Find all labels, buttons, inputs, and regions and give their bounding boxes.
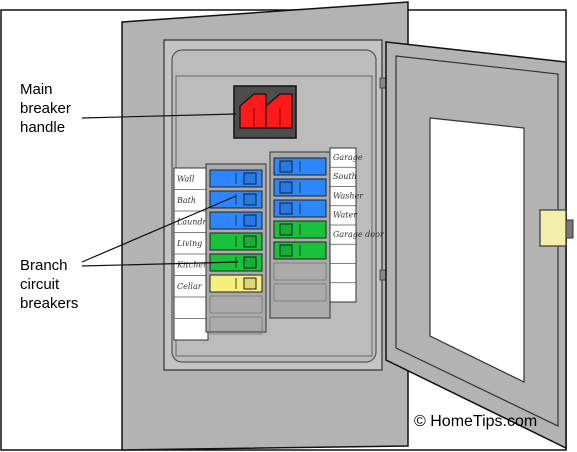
main-breaker-handle-right [265, 93, 293, 129]
main-breaker-callout: Main breaker handle [20, 81, 71, 136]
right-breaker-4 [273, 220, 327, 239]
directory-label: Water [333, 211, 358, 220]
hinge-top [379, 77, 387, 89]
directory-label: Garage [333, 153, 363, 162]
right-breaker-1 [273, 157, 327, 176]
left-empty-slot-2 [209, 316, 263, 335]
directory-label: Bath [176, 196, 196, 205]
directory-label: Kitchen [176, 260, 208, 269]
directory-label: South [333, 172, 357, 181]
left-breaker-1 [209, 169, 263, 188]
directory-label: Living [176, 239, 202, 248]
directory-label: Washer [333, 191, 364, 200]
directory-label: Laundry [176, 217, 211, 226]
directory-label: Cellar [177, 282, 203, 291]
left-breaker-3 [209, 211, 263, 230]
right-breaker-2 [273, 178, 327, 197]
left-empty-slot-1 [209, 295, 263, 314]
right-empty-slot-1 [273, 262, 327, 281]
directory-label: Garage door [333, 230, 385, 239]
right-breaker-3 [273, 199, 327, 218]
right-breaker-5 [273, 241, 327, 260]
left-breaker-2 [209, 190, 263, 209]
door-latch [539, 209, 567, 247]
right-empty-slot-2 [273, 283, 327, 302]
directory-right-lines [330, 166, 356, 284]
hinge-bottom [379, 269, 387, 281]
leader-main-breaker [81, 113, 237, 119]
left-breaker-6 [209, 274, 263, 293]
breakers-left [209, 169, 263, 335]
directory-label: Wall [177, 174, 195, 183]
left-breaker-4 [209, 232, 263, 251]
leader-branch-1 [81, 195, 237, 263]
copyright-credit: © HomeTips.com [414, 413, 538, 430]
door-border [395, 55, 559, 427]
door-window [429, 117, 525, 383]
leader-branch-2 [81, 261, 239, 267]
door-latch-tab [565, 219, 574, 239]
breakers-right [273, 157, 327, 302]
branch-breakers-callout: Branch circuit breakers [20, 257, 79, 312]
